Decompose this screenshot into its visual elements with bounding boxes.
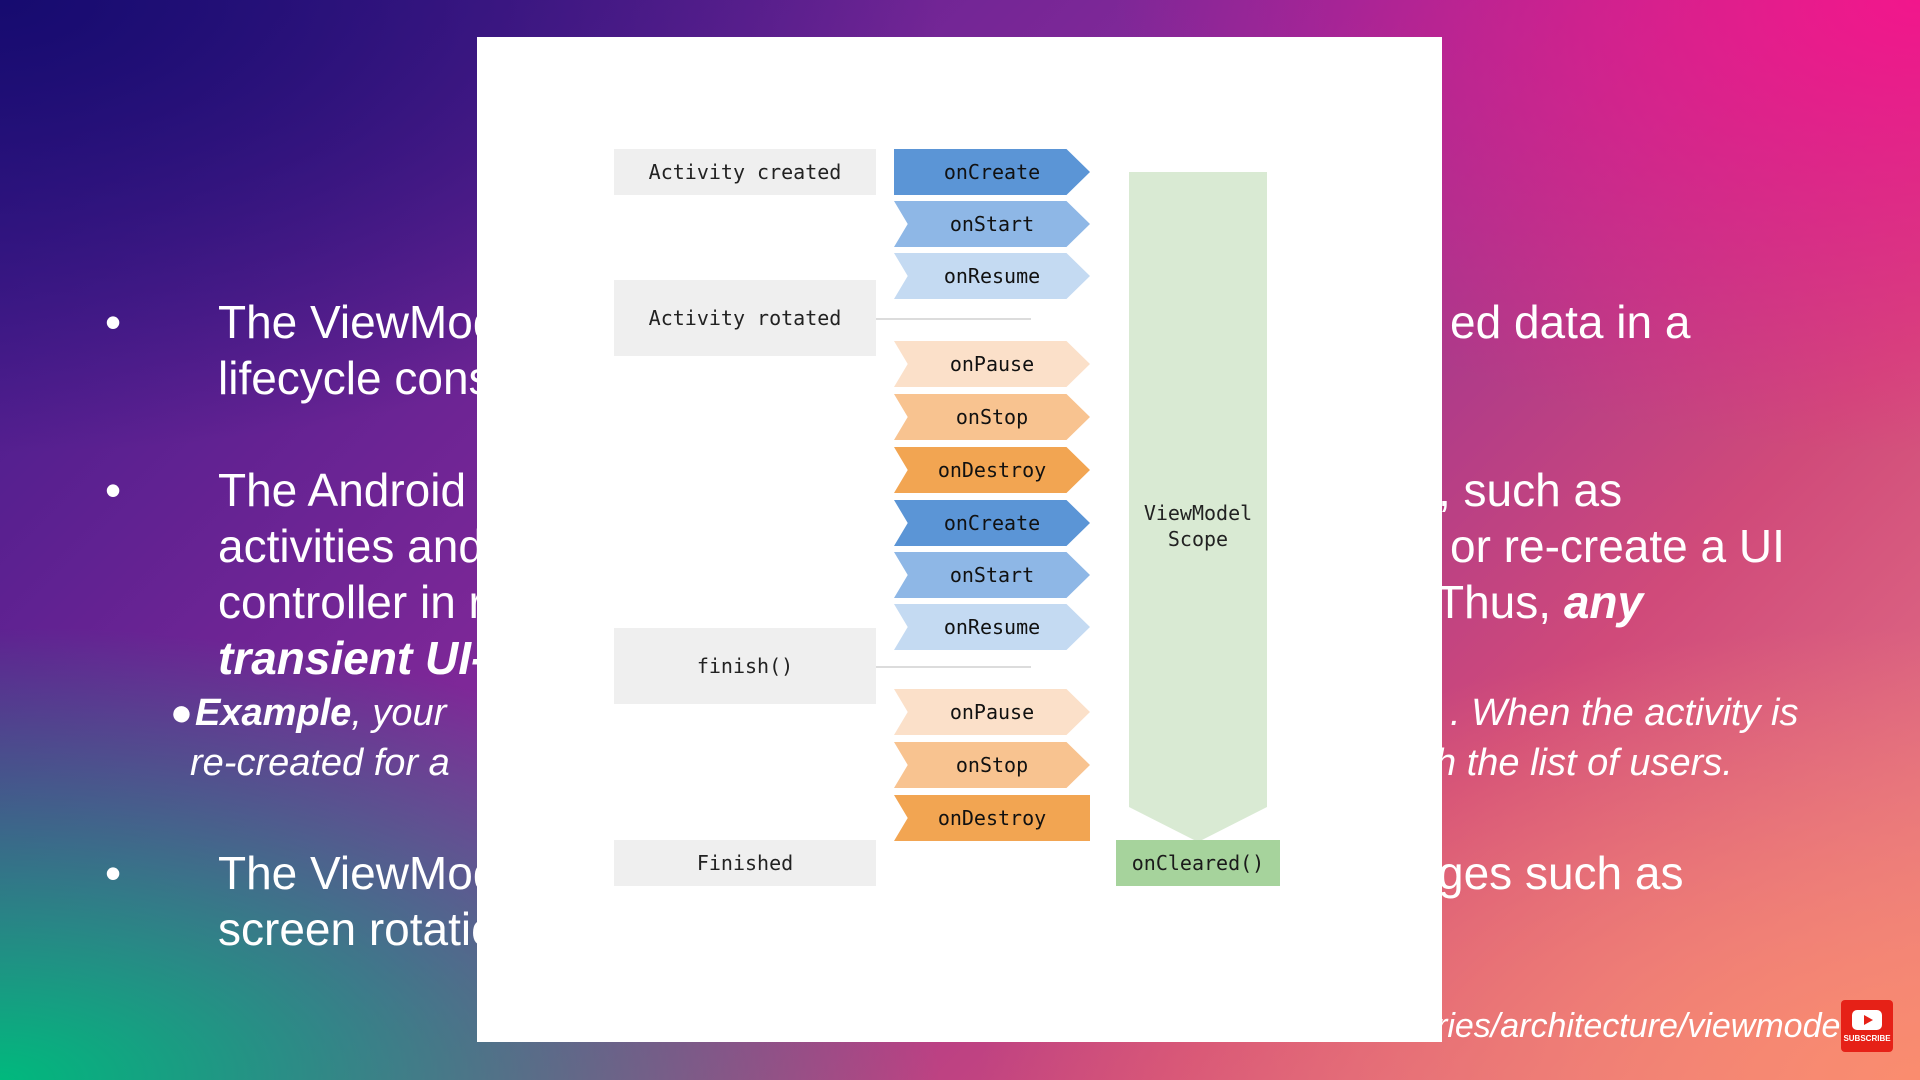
connector-line-rotated [876,318,1031,320]
example-line-1-text: , your [351,692,447,734]
subbullet-dot: ● [170,692,193,734]
label-finish: finish() [614,628,876,704]
example-line-1: Example, your [195,688,446,738]
step-onstop: onStop [894,742,1090,788]
scope-arrow-shape [1129,172,1267,842]
bullet-dot: • [104,847,122,899]
source-url: ries/architecture/viewmodel [1436,1007,1848,1045]
example-subbullet: ● Example, your . When the activity is r… [160,688,1910,798]
bullet-2-line-3-right: Thus, any [1436,574,1643,630]
step-onpause: onPause [894,341,1090,387]
subscribe-button[interactable]: SUBSCRIBE [1841,1000,1893,1052]
label-activity-rotated: Activity rotated [614,280,876,356]
step-oncreate: onCreate [894,149,1090,195]
example-line-1-right: . When the activity is [1450,692,1799,734]
step-onresume: onResume [894,604,1090,650]
step-onstop: onStop [894,394,1090,440]
subscribe-label: SUBSCRIBE [1843,1033,1891,1043]
step-ondestroy: onDestroy [894,795,1090,841]
example-bold: Example [195,692,352,734]
bullet-dot: • [104,464,122,516]
bullet-2-line-3-plain: Thus, [1436,576,1564,628]
example-line-2: re-created for a [190,742,450,784]
step-onresume: onResume [894,253,1090,299]
scope-label-line-2: Scope [1167,527,1229,551]
bullet-2-line-3-emphasis: any [1563,576,1644,628]
oncleared-box: onCleared() [1116,840,1280,886]
bullet-3-line-1-right: ges such as [1438,847,1684,899]
example-line-2-right: h the list of users. [1435,742,1733,784]
bullet-2-line-2-right: or re-create a UI [1450,520,1785,572]
bullet-2-line-1-right: , such as [1438,464,1623,516]
step-oncreate: onCreate [894,500,1090,546]
step-ondestroy: onDestroy [894,447,1090,493]
step-onstart: onStart [894,201,1090,247]
viewmodel-scope-bar [1129,172,1267,842]
step-onstart: onStart [894,552,1090,598]
youtube-play-icon [1852,1009,1882,1030]
viewmodel-lifecycle-diagram: Activity created Activity rotated finish… [477,37,1442,1042]
scope-label-line-1: ViewModel [1143,501,1253,525]
bullet-dot: • [104,296,122,348]
scope-label: ViewModel Scope [1129,500,1267,552]
label-finished: Finished [614,840,876,886]
bullet-1-line-1-right: ed data in a [1450,296,1691,348]
bullet-2: • The Android fram , such as activities … [98,462,1898,702]
label-activity-created: Activity created [614,149,876,195]
connector-line-finish [876,666,1031,668]
step-onpause: onPause [894,689,1090,735]
